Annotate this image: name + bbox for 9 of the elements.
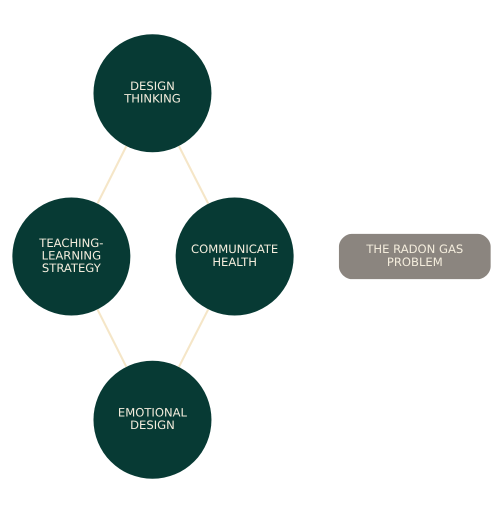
connector xyxy=(96,146,128,204)
connector xyxy=(178,146,210,204)
node-circle: COMMUNICATE HEALTH xyxy=(176,198,294,316)
connector xyxy=(178,308,210,368)
node-circle: DESIGN THINKING xyxy=(93,34,212,152)
node-circle: TEACHING-LEARNING STRATEGY xyxy=(12,198,130,316)
connector xyxy=(96,308,128,368)
node-circle: EMOTIONAL DESIGN xyxy=(93,360,212,479)
node-box: THE RADON GAS PROBLEM xyxy=(338,234,491,280)
